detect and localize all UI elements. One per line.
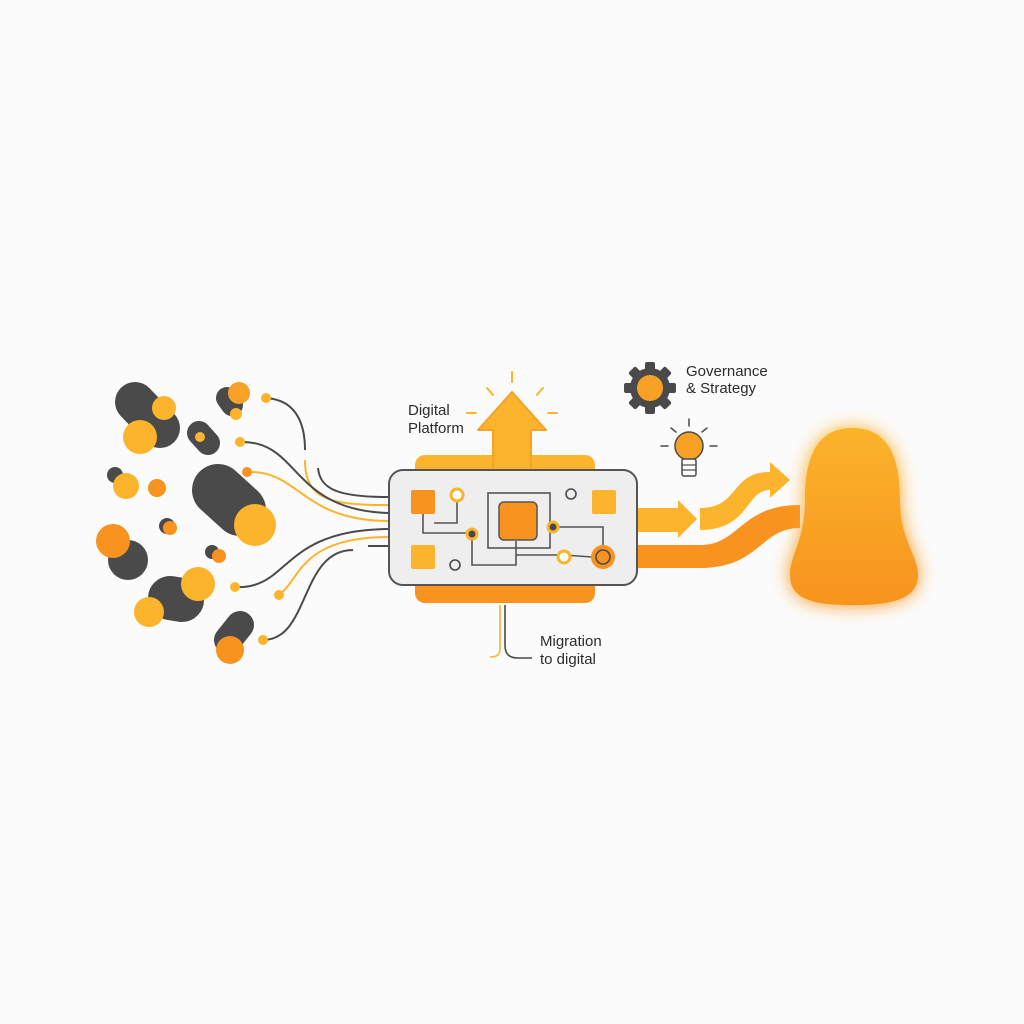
governance-label-line1: Governance: [686, 363, 768, 380]
migration-label-line2: to digital: [540, 651, 596, 668]
scattered-data-blobs: [96, 382, 276, 664]
migration-label-line1: Migration: [540, 633, 602, 650]
governance-label-line2: & Strategy: [686, 380, 757, 397]
digital-goal-shape: [790, 428, 918, 605]
right-arrow-icon: [637, 500, 697, 538]
up-arrow-icon: [477, 391, 547, 471]
output-streams: [637, 462, 800, 568]
gear-icon: [624, 362, 676, 414]
platform-label-line1: Digital: [408, 402, 450, 419]
platform-label-line2: Platform: [408, 420, 464, 437]
digital-platform-board: [388, 371, 638, 659]
data-connection-lines: [230, 393, 389, 645]
lightbulb-icon: [660, 418, 718, 477]
